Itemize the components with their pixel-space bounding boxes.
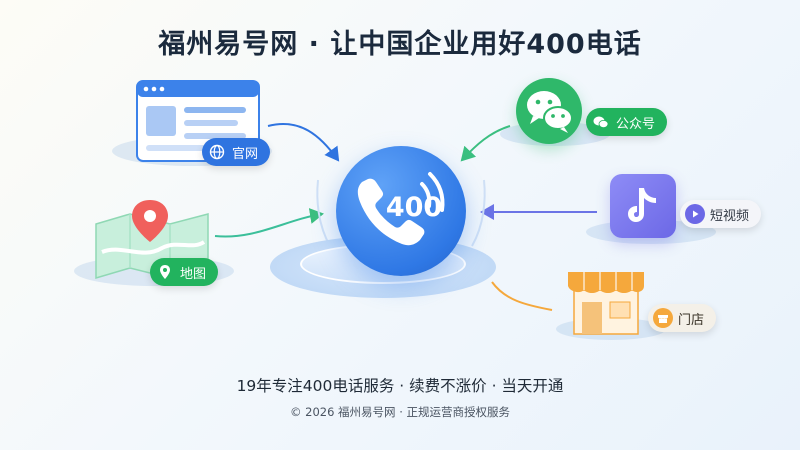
website-label: 官网: [232, 146, 259, 162]
map-label: 地图: [180, 266, 207, 282]
arrow-wechat: [460, 125, 511, 162]
douyin-label: 短视频: [710, 208, 750, 224]
wechat-pill[interactable]: 公众号: [586, 108, 668, 136]
phone-number-label: 400: [385, 192, 443, 223]
phone-icon: [357, 172, 445, 246]
globe-icon: [207, 142, 227, 162]
wechat-small-icon: [591, 112, 611, 132]
arrow-store: [491, 281, 553, 311]
map-pill[interactable]: 地图: [150, 258, 219, 286]
douyin-pill[interactable]: 短视频: [680, 200, 762, 228]
douyin-icon: [628, 188, 656, 222]
phone-circle: [336, 146, 466, 276]
shop-icon: [653, 308, 673, 328]
store-pill[interactable]: 门店: [648, 304, 717, 332]
wechat-icon: [527, 91, 573, 133]
wechat-label: 公众号: [616, 116, 656, 132]
play-icon: [685, 204, 705, 224]
arrow-map: [214, 208, 324, 238]
map-pin-icon: [155, 262, 175, 282]
arrow-website: [267, 123, 340, 162]
footer-copyright: © 2026 福州易号网 · 正规运营商授权服务: [289, 405, 511, 419]
website-pill[interactable]: 官网: [202, 138, 271, 166]
footer-tagline: 19年专注400电话服务 · 续费不涨价 · 当天开通: [236, 377, 564, 395]
store-illustration: [568, 272, 644, 335]
page-title: 福州易号网 · 让中国企业用好400电话: [158, 29, 642, 60]
store-label: 门店: [678, 312, 705, 328]
